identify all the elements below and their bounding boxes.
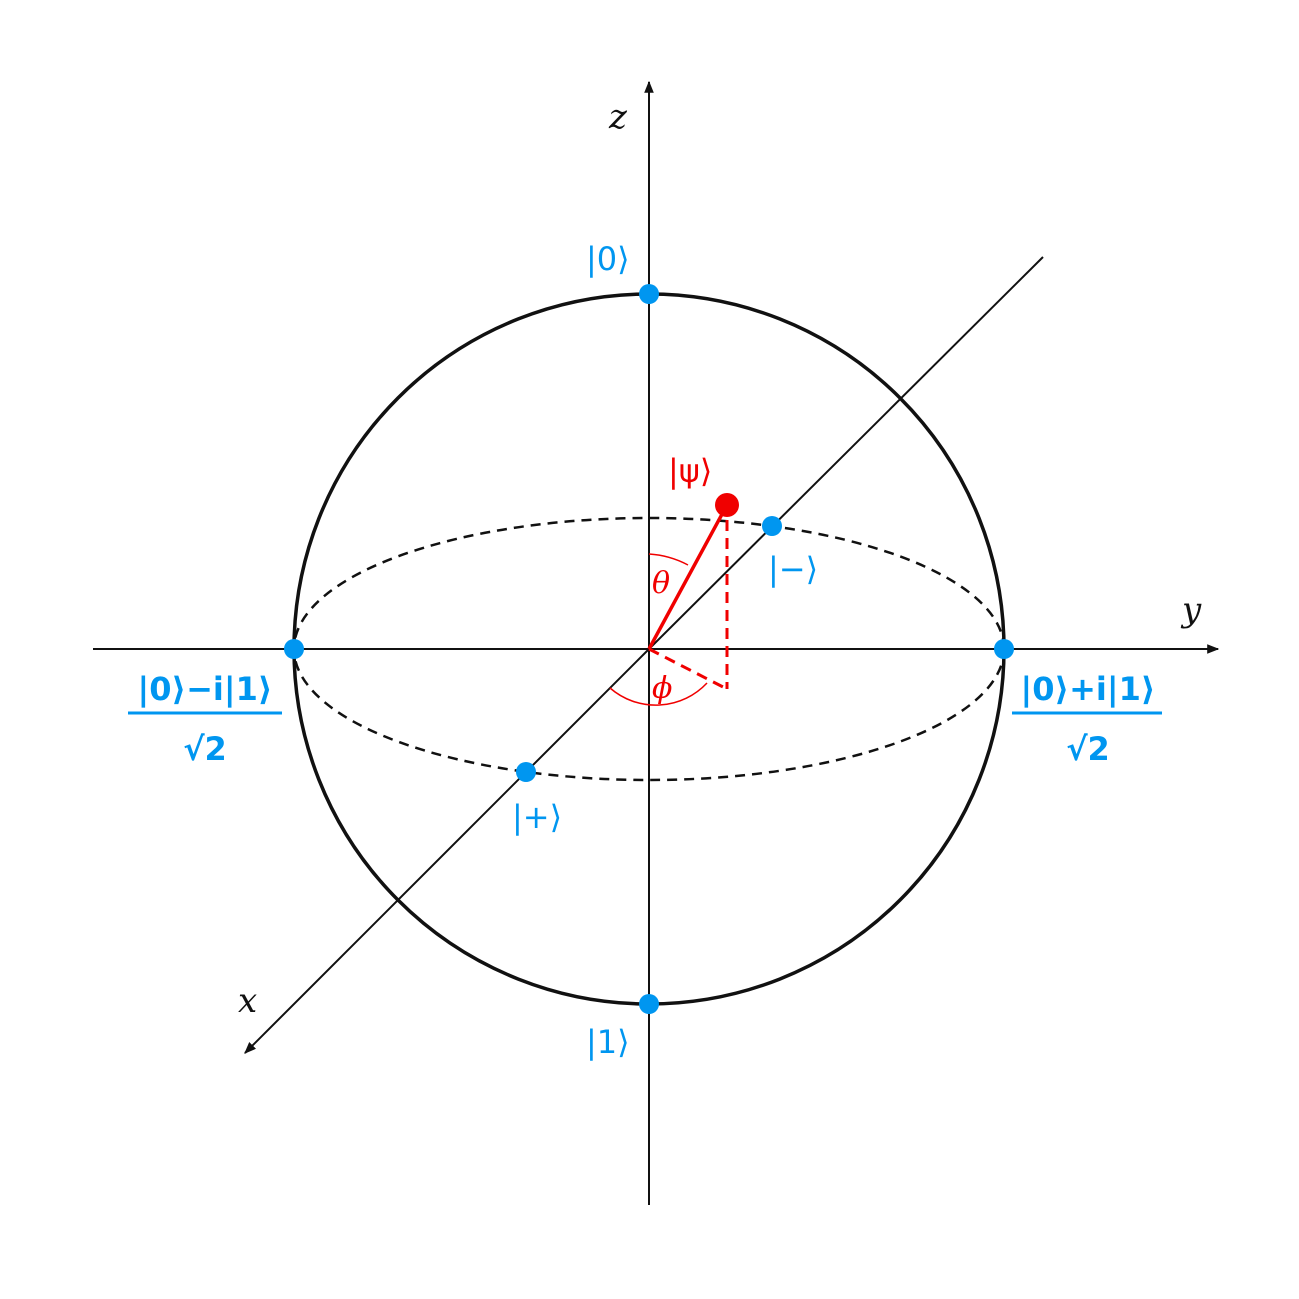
x-axis — [244, 648, 650, 1054]
state-minus-i-label: |0⟩−i|1⟩ √2 — [128, 670, 282, 768]
psi-construction — [609, 493, 739, 706]
state-zero-label: |0⟩ — [586, 240, 630, 278]
state-zero-point — [639, 284, 659, 304]
phi-label: ϕ — [652, 671, 672, 706]
state-minus-label: |−⟩ — [768, 550, 818, 588]
theta-label: θ — [652, 566, 670, 601]
state-minus-i-denominator: √2 — [183, 730, 227, 768]
state-plus-i-label: |0⟩+i|1⟩ √2 — [1012, 670, 1162, 768]
state-one-label: |1⟩ — [586, 1023, 630, 1061]
state-minus-i-point — [284, 639, 304, 659]
state-plus-i-numerator: |0⟩+i|1⟩ — [1021, 670, 1156, 709]
state-plus-i-point — [994, 639, 1014, 659]
state-minus-point — [762, 516, 782, 536]
psi-point — [715, 493, 739, 517]
theta-arc — [648, 553, 689, 566]
x-axis-label: x — [238, 981, 257, 1021]
z-axis-label: z — [608, 97, 628, 137]
state-plus-i-denominator: √2 — [1066, 730, 1110, 768]
y-axis-label: y — [1180, 590, 1202, 630]
phi-arc — [609, 682, 708, 706]
psi-vector — [647, 504, 729, 650]
state-plus-label: |+⟩ — [512, 798, 562, 836]
state-one-point — [639, 994, 659, 1014]
state-plus-point — [516, 762, 536, 782]
psi-label: |ψ⟩ — [668, 452, 712, 490]
state-minus-i-numerator: |0⟩−i|1⟩ — [138, 670, 273, 709]
x-axis-back — [648, 256, 1044, 650]
psi-projection-horizontal — [648, 647, 728, 691]
